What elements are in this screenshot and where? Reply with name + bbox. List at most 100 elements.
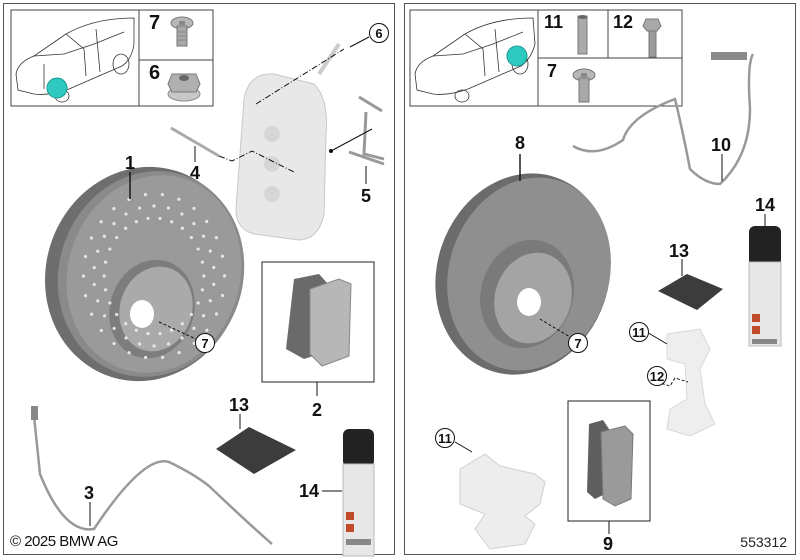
front-brake-panel: 7 6 1 2 3 4 5 6 7 13 14 © 2025 BMW AG	[3, 3, 395, 557]
callout-2[interactable]: 2	[312, 400, 323, 420]
guide-bolt-icon	[577, 15, 588, 55]
front-left-wheel-highlight	[46, 77, 68, 99]
drill-hole	[152, 204, 156, 208]
brake-cleaner-can-drawing	[322, 429, 375, 557]
drill-hole	[146, 216, 150, 221]
drill-hole	[201, 314, 206, 318]
drill-hole	[212, 282, 216, 286]
callout-8[interactable]: 8	[515, 133, 526, 153]
drill-hole	[108, 301, 112, 305]
brake-pad-rear-drawing	[587, 420, 634, 507]
inset-label-12: 12	[613, 12, 634, 32]
drill-hole	[192, 206, 196, 211]
drill-hole	[222, 274, 227, 278]
callout-11-upper[interactable]: 11	[629, 322, 649, 342]
drill-hole	[92, 282, 96, 287]
caliper-pin-drawing	[170, 126, 295, 173]
drill-hole	[96, 249, 100, 253]
drill-hole	[192, 341, 196, 346]
copyright-text: © 2025 BMW AG	[10, 533, 118, 550]
pad-spring-drawing	[329, 95, 385, 184]
callout-1[interactable]: 1	[125, 153, 136, 173]
drill-hole	[177, 351, 181, 355]
drill-hole	[192, 326, 196, 330]
vehicle-inset	[10, 9, 214, 107]
caliper-front-drawing	[235, 36, 370, 241]
drill-hole	[160, 192, 164, 197]
drill-hole	[112, 206, 116, 211]
drill-hole	[146, 331, 150, 336]
callout-5[interactable]: 5	[361, 186, 372, 206]
brake-cleaner-can-drawing	[748, 214, 782, 347]
vehicle-inset	[409, 9, 683, 107]
drill-hole	[115, 235, 119, 240]
front-brake-drawing	[10, 9, 385, 557]
inset-label-6: 6	[149, 62, 161, 84]
brake-disc-front-drawing	[45, 166, 245, 382]
flange-nut-icon	[167, 73, 201, 102]
inset-label-7: 7	[149, 12, 161, 34]
drill-hole	[115, 312, 119, 317]
drill-hole	[166, 342, 171, 346]
drill-hole	[99, 328, 103, 333]
drill-hole	[196, 247, 200, 251]
callout-7[interactable]: 7	[568, 333, 588, 353]
callout-14[interactable]: 14	[755, 195, 776, 215]
caliper-rear-drawing	[454, 441, 546, 550]
drill-hole	[158, 216, 162, 221]
brake-carrier-drawing	[644, 328, 716, 437]
drill-hole	[83, 254, 88, 259]
callout-13[interactable]: 13	[669, 241, 690, 261]
drill-hole	[180, 336, 184, 340]
drill-hole	[161, 355, 165, 359]
rear-brake-panel: 11 12 7 7 8 9 10 11 11 12 13 14 553312	[404, 3, 796, 555]
brake-disc-rear-drawing	[435, 173, 611, 375]
drill-hole	[220, 254, 225, 258]
drill-hole	[92, 266, 96, 270]
drill-hole	[189, 235, 193, 240]
drill-hole	[127, 351, 131, 355]
drill-hole	[208, 299, 212, 303]
drill-hole	[200, 288, 205, 292]
drill-hole	[200, 260, 205, 264]
pad-box	[261, 261, 375, 383]
rear-brake-drawing	[409, 9, 782, 550]
drill-hole	[134, 220, 138, 224]
drill-hole	[112, 341, 116, 346]
drill-hole	[180, 212, 184, 216]
rear-left-wheel-highlight	[506, 45, 528, 67]
callout-12[interactable]: 12	[647, 366, 667, 386]
wear-sensor-rear-drawing	[572, 53, 755, 186]
grease-packet-drawing	[216, 427, 296, 474]
drill-hole	[143, 193, 147, 197]
brake-pad-front-drawing	[286, 274, 352, 367]
callout-7[interactable]: 7	[195, 333, 215, 353]
drill-hole	[205, 328, 209, 332]
drill-hole	[99, 220, 103, 224]
drill-hole	[134, 328, 138, 332]
callout-3[interactable]: 3	[84, 483, 95, 503]
callout-10[interactable]: 10	[711, 135, 732, 155]
callout-4[interactable]: 4	[190, 163, 201, 183]
drill-hole	[196, 301, 200, 305]
drill-hole	[189, 312, 193, 317]
callout-14[interactable]: 14	[299, 481, 320, 501]
grease-packet-drawing	[658, 274, 723, 310]
drill-holes	[81, 192, 227, 360]
drill-hole	[112, 326, 116, 331]
drill-hole	[103, 260, 108, 264]
drill-hole	[214, 236, 218, 240]
drill-hole	[112, 222, 116, 226]
drill-hole	[208, 249, 212, 253]
callout-9[interactable]: 9	[603, 534, 614, 554]
callout-11-lower[interactable]: 11	[435, 428, 455, 448]
hex-bolt-icon	[642, 18, 662, 58]
drill-hole	[220, 293, 225, 298]
callout-6[interactable]: 6	[369, 23, 389, 43]
callout-13[interactable]: 13	[229, 395, 250, 415]
drill-hole	[212, 265, 216, 270]
drill-hole	[180, 226, 184, 230]
drill-hole	[102, 234, 107, 238]
drill-hole	[177, 197, 181, 201]
drill-hole	[124, 226, 128, 230]
